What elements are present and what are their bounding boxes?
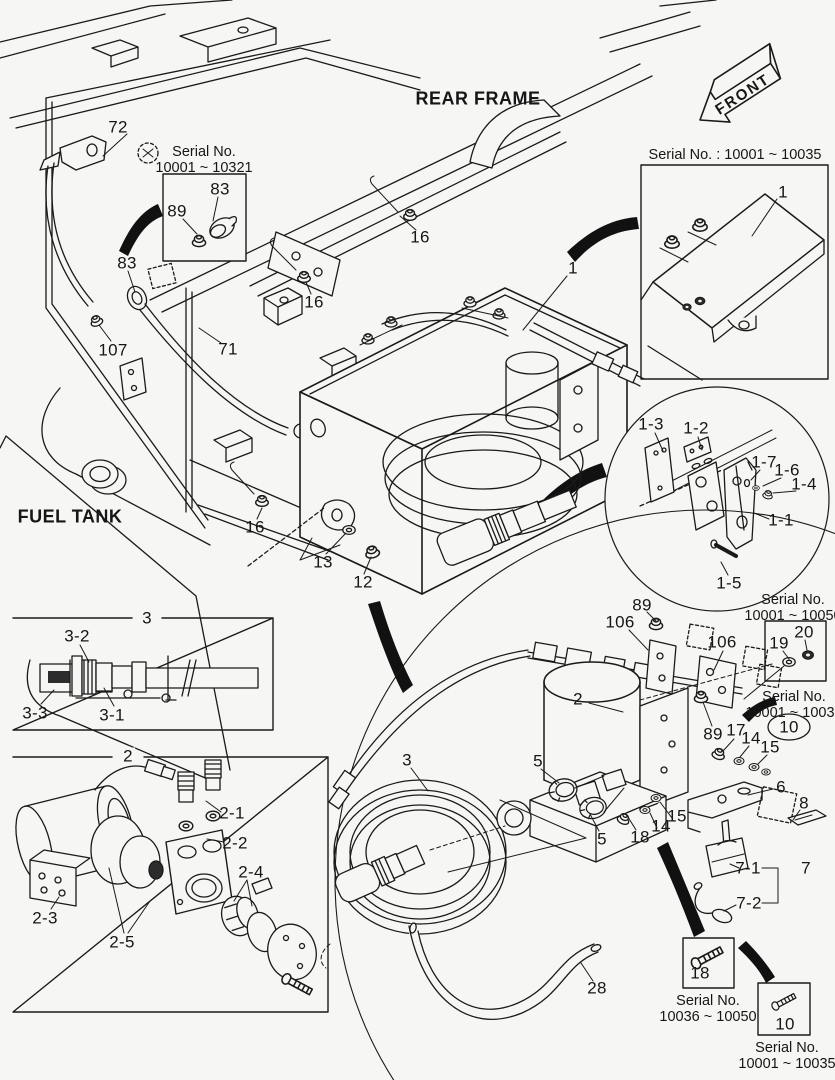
circled-10-marker <box>767 713 811 741</box>
detail-circle-pump <box>334 509 835 1080</box>
serial-caption-19-20: Serial No. 10001 ~ 10050 <box>744 592 835 624</box>
part-label-2-2: 2-2 <box>222 833 248 853</box>
fuel-pump-assembly <box>328 617 827 924</box>
part-label-1-6: 1-6 <box>774 460 800 480</box>
part-label-2-5: 2-5 <box>109 932 135 952</box>
part-label-12: 12 <box>353 572 373 592</box>
part-label-19: 19 <box>769 633 789 653</box>
part-label-28: 28 <box>587 978 607 998</box>
serial-caption-line: 10001 ~ 10035 <box>738 1056 835 1072</box>
part-label-2: 2 <box>573 689 583 709</box>
part-label-20: 20 <box>794 622 814 642</box>
leader-lines <box>40 133 808 982</box>
serial-caption-line: Serial No. <box>755 1040 819 1056</box>
serial-caption-line: 10001 ~ 10050 <box>744 608 835 624</box>
serial-box-tank-cover <box>640 164 829 381</box>
part-label-3: 3 <box>402 750 412 770</box>
part-label-2-1: 2-1 <box>219 803 245 823</box>
serial-caption-line: Serial No. <box>172 144 236 160</box>
serial-caption-tank-cover: Serial No. : 10001 ~ 10035 <box>649 147 822 163</box>
part-label-7-1: 7-1 <box>735 858 761 878</box>
part-label-1-7: 1-7 <box>751 452 777 472</box>
part-label-5: 5 <box>533 751 543 771</box>
part-label-1-1: 1-1 <box>768 510 794 530</box>
inset-box-pump-2 <box>12 756 329 1013</box>
serial-caption-line: Serial No. <box>761 592 825 608</box>
part-label-2: 2 <box>121 746 135 766</box>
part-label-17: 17 <box>726 720 746 740</box>
serial-box-83-89 <box>162 173 247 262</box>
part-label-14: 14 <box>651 816 671 836</box>
part-label-7-2: 7-2 <box>736 893 762 913</box>
part-label-89: 89 <box>167 201 187 221</box>
part-label-106: 106 <box>605 612 635 632</box>
hydraulic-tank <box>247 287 645 595</box>
part-label-1: 1 <box>778 182 788 202</box>
part-label-89: 89 <box>632 595 652 615</box>
part-label-16: 16 <box>410 227 430 247</box>
part-label-3-2: 3-2 <box>64 626 90 646</box>
serial-caption-top-left: Serial No. 10001 ~ 10321 <box>155 144 252 176</box>
serial-caption-line: Serial No. : 10001 ~ 10035 <box>648 147 822 163</box>
part-label-89: 89 <box>703 724 723 744</box>
detail-circle-mounting <box>604 386 830 612</box>
part-label-1: 1 <box>568 258 578 278</box>
part-label-2-3: 2-3 <box>32 908 58 928</box>
part-label-1-4: 1-4 <box>791 474 817 494</box>
part-label-72: 72 <box>108 117 128 137</box>
part-label-15: 15 <box>760 737 780 757</box>
serial-caption-line: 10036 ~ 10050 <box>659 1009 757 1025</box>
part-label-83: 83 <box>210 179 230 199</box>
serial-caption-line: 10001 ~ 10321 <box>155 160 253 176</box>
hose-coil-3 <box>320 779 587 969</box>
fuel-tank-outline <box>0 435 231 781</box>
serial-caption-line: Serial No. <box>676 993 740 1009</box>
rear-frame-title: REAR FRAME <box>415 88 541 109</box>
part-label-16: 16 <box>245 517 265 537</box>
part-label-8: 8 <box>799 793 809 813</box>
part-label-13: 13 <box>313 552 333 572</box>
part-label-106: 106 <box>707 632 737 652</box>
part-label-15: 15 <box>667 806 687 826</box>
part-label-1-5: 1-5 <box>716 573 742 593</box>
serial-caption-line: Serial No. <box>762 689 826 705</box>
part-label-83: 83 <box>117 253 137 273</box>
part-label-2-4: 2-4 <box>238 862 264 882</box>
frame-structure <box>0 0 717 561</box>
part-label-18: 18 <box>690 963 710 983</box>
part-label-14: 14 <box>741 728 761 748</box>
control-cable-assembly <box>39 135 319 439</box>
serial-caption-circled-10: Serial No. 10001 ~ 10035 <box>745 689 835 721</box>
part-label-3-1: 3-1 <box>99 705 125 725</box>
part-label-71: 71 <box>218 339 238 359</box>
part-label-10: 10 <box>775 1014 795 1034</box>
part-label-7: 7 <box>801 858 811 878</box>
serial-box-18 <box>682 937 735 989</box>
serial-box-10 <box>757 982 811 1036</box>
front-direction-arrow <box>699 42 782 123</box>
part-label-1-3: 1-3 <box>638 414 664 434</box>
part-label-3: 3 <box>140 608 154 628</box>
part-label-10: 10 <box>779 717 799 737</box>
part-label-1-2: 1-2 <box>683 418 709 438</box>
part-label-6: 6 <box>776 777 786 797</box>
serial-caption-10: Serial No. 10001 ~ 10035 <box>738 1040 835 1072</box>
serial-box-19-20 <box>743 620 827 700</box>
part-label-3-3: 3-3 <box>22 703 48 723</box>
serial-caption-line: 10001 ~ 10035 <box>745 705 835 721</box>
serial-caption-18: Serial No. 10036 ~ 10050 <box>659 993 756 1025</box>
part-label-107: 107 <box>98 340 128 360</box>
inset-box-nozzle-3 <box>12 617 274 731</box>
hose-28 <box>408 922 602 1020</box>
part-label-18: 18 <box>630 827 650 847</box>
part-label-5: 5 <box>597 829 607 849</box>
part-label-16: 16 <box>304 292 324 312</box>
fuel-tank-title: FUEL TANK <box>17 506 123 527</box>
